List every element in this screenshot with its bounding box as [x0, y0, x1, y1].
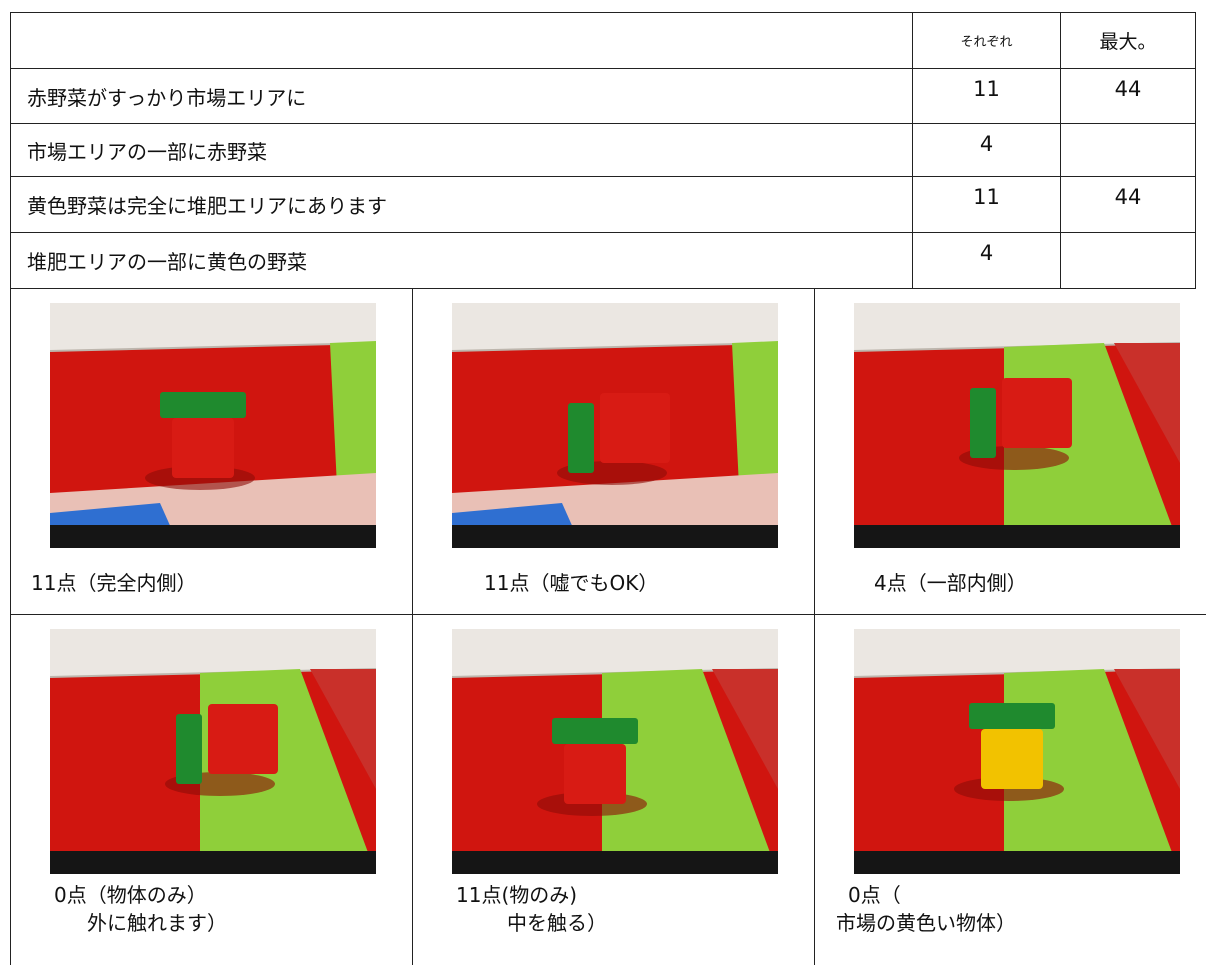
caption-line: 11点（完全内側）	[31, 571, 197, 595]
row-each-points: 11	[912, 176, 1061, 233]
row-each-points: 11	[912, 68, 1061, 124]
header-blank-cell	[10, 12, 913, 69]
caption-line: 0点（	[848, 883, 901, 907]
row-description: 堆肥エリアの一部に黄色の野菜	[10, 232, 913, 289]
caption-line: 外に触れます）	[87, 911, 227, 935]
row-description: 黄色野菜は完全に堆肥エリアにあります	[10, 176, 913, 233]
row-description: 市場エリアの一部に赤野菜	[10, 123, 913, 177]
photo-caption: 11点(物のみ) 中を触る）	[456, 881, 607, 937]
grid-divider	[412, 289, 413, 965]
caption-line: 11点(物のみ)	[456, 883, 578, 907]
photo-caption: 11点（嘘でもOK）	[484, 569, 658, 597]
photo-caption: 0点（物体のみ） 外に触れます）	[54, 881, 227, 937]
table-header-row: それぞれ 最大。	[10, 12, 1196, 69]
photo	[854, 629, 1180, 874]
grid-divider	[814, 289, 815, 965]
header-max: 最大。	[1060, 12, 1196, 69]
photo	[452, 303, 778, 548]
row-max-points: 44	[1060, 176, 1196, 233]
photo	[854, 303, 1180, 548]
row-max-points: 44	[1060, 68, 1196, 124]
row-each-points: 4	[912, 232, 1061, 289]
photo-caption: 11点（完全内側）	[31, 569, 196, 597]
grid-divider	[10, 289, 11, 965]
caption-line: 中を触る）	[507, 911, 607, 935]
row-max-points	[1060, 123, 1196, 177]
photo-grid: 11点（完全内側） 11点（嘘でもOK） 4点（一部内側） 0点（物体のみ） 外…	[10, 289, 1206, 965]
photo	[452, 629, 778, 874]
table-row: 市場エリアの一部に赤野菜 4	[10, 123, 1196, 177]
caption-line: 市場の黄色い物体）	[836, 911, 1016, 935]
row-description: 赤野菜がすっかり市場エリアに	[10, 68, 913, 124]
photo-caption: 4点（一部内側）	[874, 569, 1027, 597]
table-row: 黄色野菜は完全に堆肥エリアにあります 11 44	[10, 176, 1196, 233]
caption-line: 11点（嘘でもOK）	[484, 571, 659, 595]
photo	[50, 629, 376, 874]
header-each: それぞれ	[912, 12, 1061, 69]
grid-divider	[10, 614, 1206, 615]
table-row: 赤野菜がすっかり市場エリアに 11 44	[10, 68, 1196, 124]
photo	[50, 303, 376, 548]
photo-caption: 0点（ 市場の黄色い物体）	[836, 881, 1016, 937]
row-each-points: 4	[912, 123, 1061, 177]
score-table: それぞれ 最大。 赤野菜がすっかり市場エリアに 11 44 市場エリアの一部に赤…	[10, 12, 1196, 289]
caption-line: 4点（一部内側）	[874, 571, 1027, 595]
row-max-points	[1060, 232, 1196, 289]
table-row: 堆肥エリアの一部に黄色の野菜 4	[10, 232, 1196, 289]
caption-line: 0点（物体のみ）	[54, 883, 207, 907]
